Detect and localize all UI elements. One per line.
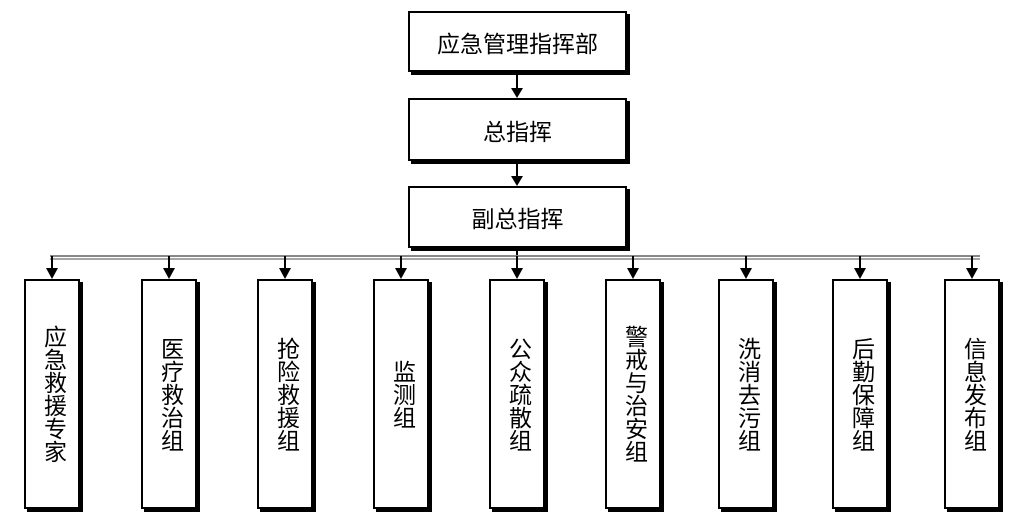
group-label: 医疗救治组 xyxy=(156,336,183,452)
group-label: 后勤保障组 xyxy=(847,336,874,452)
group-label: 信息发布组 xyxy=(959,336,986,452)
arrow-head xyxy=(395,268,407,279)
group-box: 公众疏散组 xyxy=(489,279,545,509)
group-box: 监测组 xyxy=(373,279,429,509)
node-commander-label: 总指挥 xyxy=(483,119,552,146)
group-label: 公众疏散组 xyxy=(504,336,531,452)
arrow-head xyxy=(966,268,978,279)
group-box: 信息发布组 xyxy=(944,279,1000,509)
arrow-head xyxy=(511,88,523,98)
group-box: 抢险救援组 xyxy=(257,279,313,509)
arrow-head xyxy=(854,268,866,279)
arrow-head xyxy=(279,268,291,279)
node-root: 应急管理指挥部 xyxy=(408,11,627,72)
arrow-head xyxy=(46,268,58,279)
node-commander: 总指挥 xyxy=(408,98,627,161)
group-label: 洗消去污组 xyxy=(733,336,760,452)
arrow-head xyxy=(511,268,523,279)
node-deputy-label: 副总指挥 xyxy=(471,207,564,233)
arrow-head xyxy=(163,268,175,279)
group-label: 抢险救援组 xyxy=(272,336,299,452)
node-deputy: 副总指挥 xyxy=(408,186,627,248)
node-root-label: 应急管理指挥部 xyxy=(437,31,598,58)
arrow-head xyxy=(511,176,523,186)
group-box: 后勤保障组 xyxy=(832,279,888,509)
group-label: 警戒与治安组 xyxy=(620,325,647,463)
arrow-head xyxy=(627,268,639,279)
group-box: 警戒与治安组 xyxy=(605,279,661,509)
group-box: 应急救援专家 xyxy=(24,279,80,509)
drop-connectors xyxy=(46,256,978,279)
group-box: 医疗救治组 xyxy=(141,279,197,509)
group-box: 洗消去污组 xyxy=(718,279,774,509)
arrow-head xyxy=(740,268,752,279)
group-label: 应急救援专家 xyxy=(39,325,66,463)
group-label: 监测组 xyxy=(388,359,415,429)
